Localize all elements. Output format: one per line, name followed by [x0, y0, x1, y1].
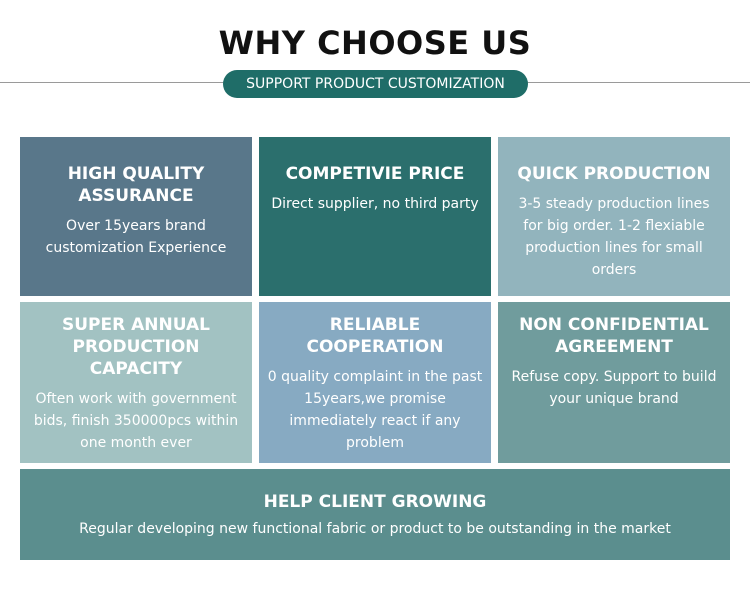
card-text: 0 quality complaint in the past 15years,…	[267, 369, 483, 451]
card-help-client-growing: HELP CLIENT GROWING Regular developing n…	[20, 469, 730, 560]
card-production-capacity: SUPER ANNUAL PRODUCTION CAPACITY Often w…	[20, 302, 252, 463]
card-title: QUICK PRODUCTION	[517, 164, 711, 184]
card-reliable-cooperation: RELIABLE COOPERATION 0 quality complaint…	[259, 302, 491, 463]
card-text: Over 15years brand customization Experie…	[45, 218, 227, 256]
card-title: SUPER ANNUAL PRODUCTION CAPACITY	[61, 315, 210, 379]
card-text: Direct supplier, no third party	[271, 196, 479, 212]
subtitle-badge: SUPPORT PRODUCT CUSTOMIZATION	[223, 70, 528, 98]
card-title: NON CONFIDENTIAL AGREEMENT	[519, 315, 709, 357]
card-text: Refuse copy. Support to build your uniqu…	[511, 369, 717, 407]
page-title: WHY CHOOSE US	[218, 24, 532, 62]
card-high-quality-assurance: HIGH QUALITY ASSURANCE Over 15years bran…	[20, 137, 252, 296]
card-competitive-price: COMPETIVIE PRICE Direct supplier, no thi…	[259, 137, 491, 296]
card-non-confidential-agreement: NON CONFIDENTIAL AGREEMENT Refuse copy. …	[498, 302, 730, 463]
card-title: COMPETIVIE PRICE	[285, 164, 465, 184]
card-title: RELIABLE COOPERATION	[306, 315, 444, 357]
card-title: HELP CLIENT GROWING	[263, 492, 487, 512]
card-text: 3-5 steady production lines for big orde…	[518, 196, 710, 278]
card-title: HIGH QUALITY ASSURANCE	[67, 164, 205, 206]
card-text: Often work with government bids, finish …	[33, 391, 239, 451]
card-quick-production: QUICK PRODUCTION 3-5 steady production l…	[498, 137, 730, 296]
card-text: Regular developing new functional fabric…	[79, 521, 671, 537]
